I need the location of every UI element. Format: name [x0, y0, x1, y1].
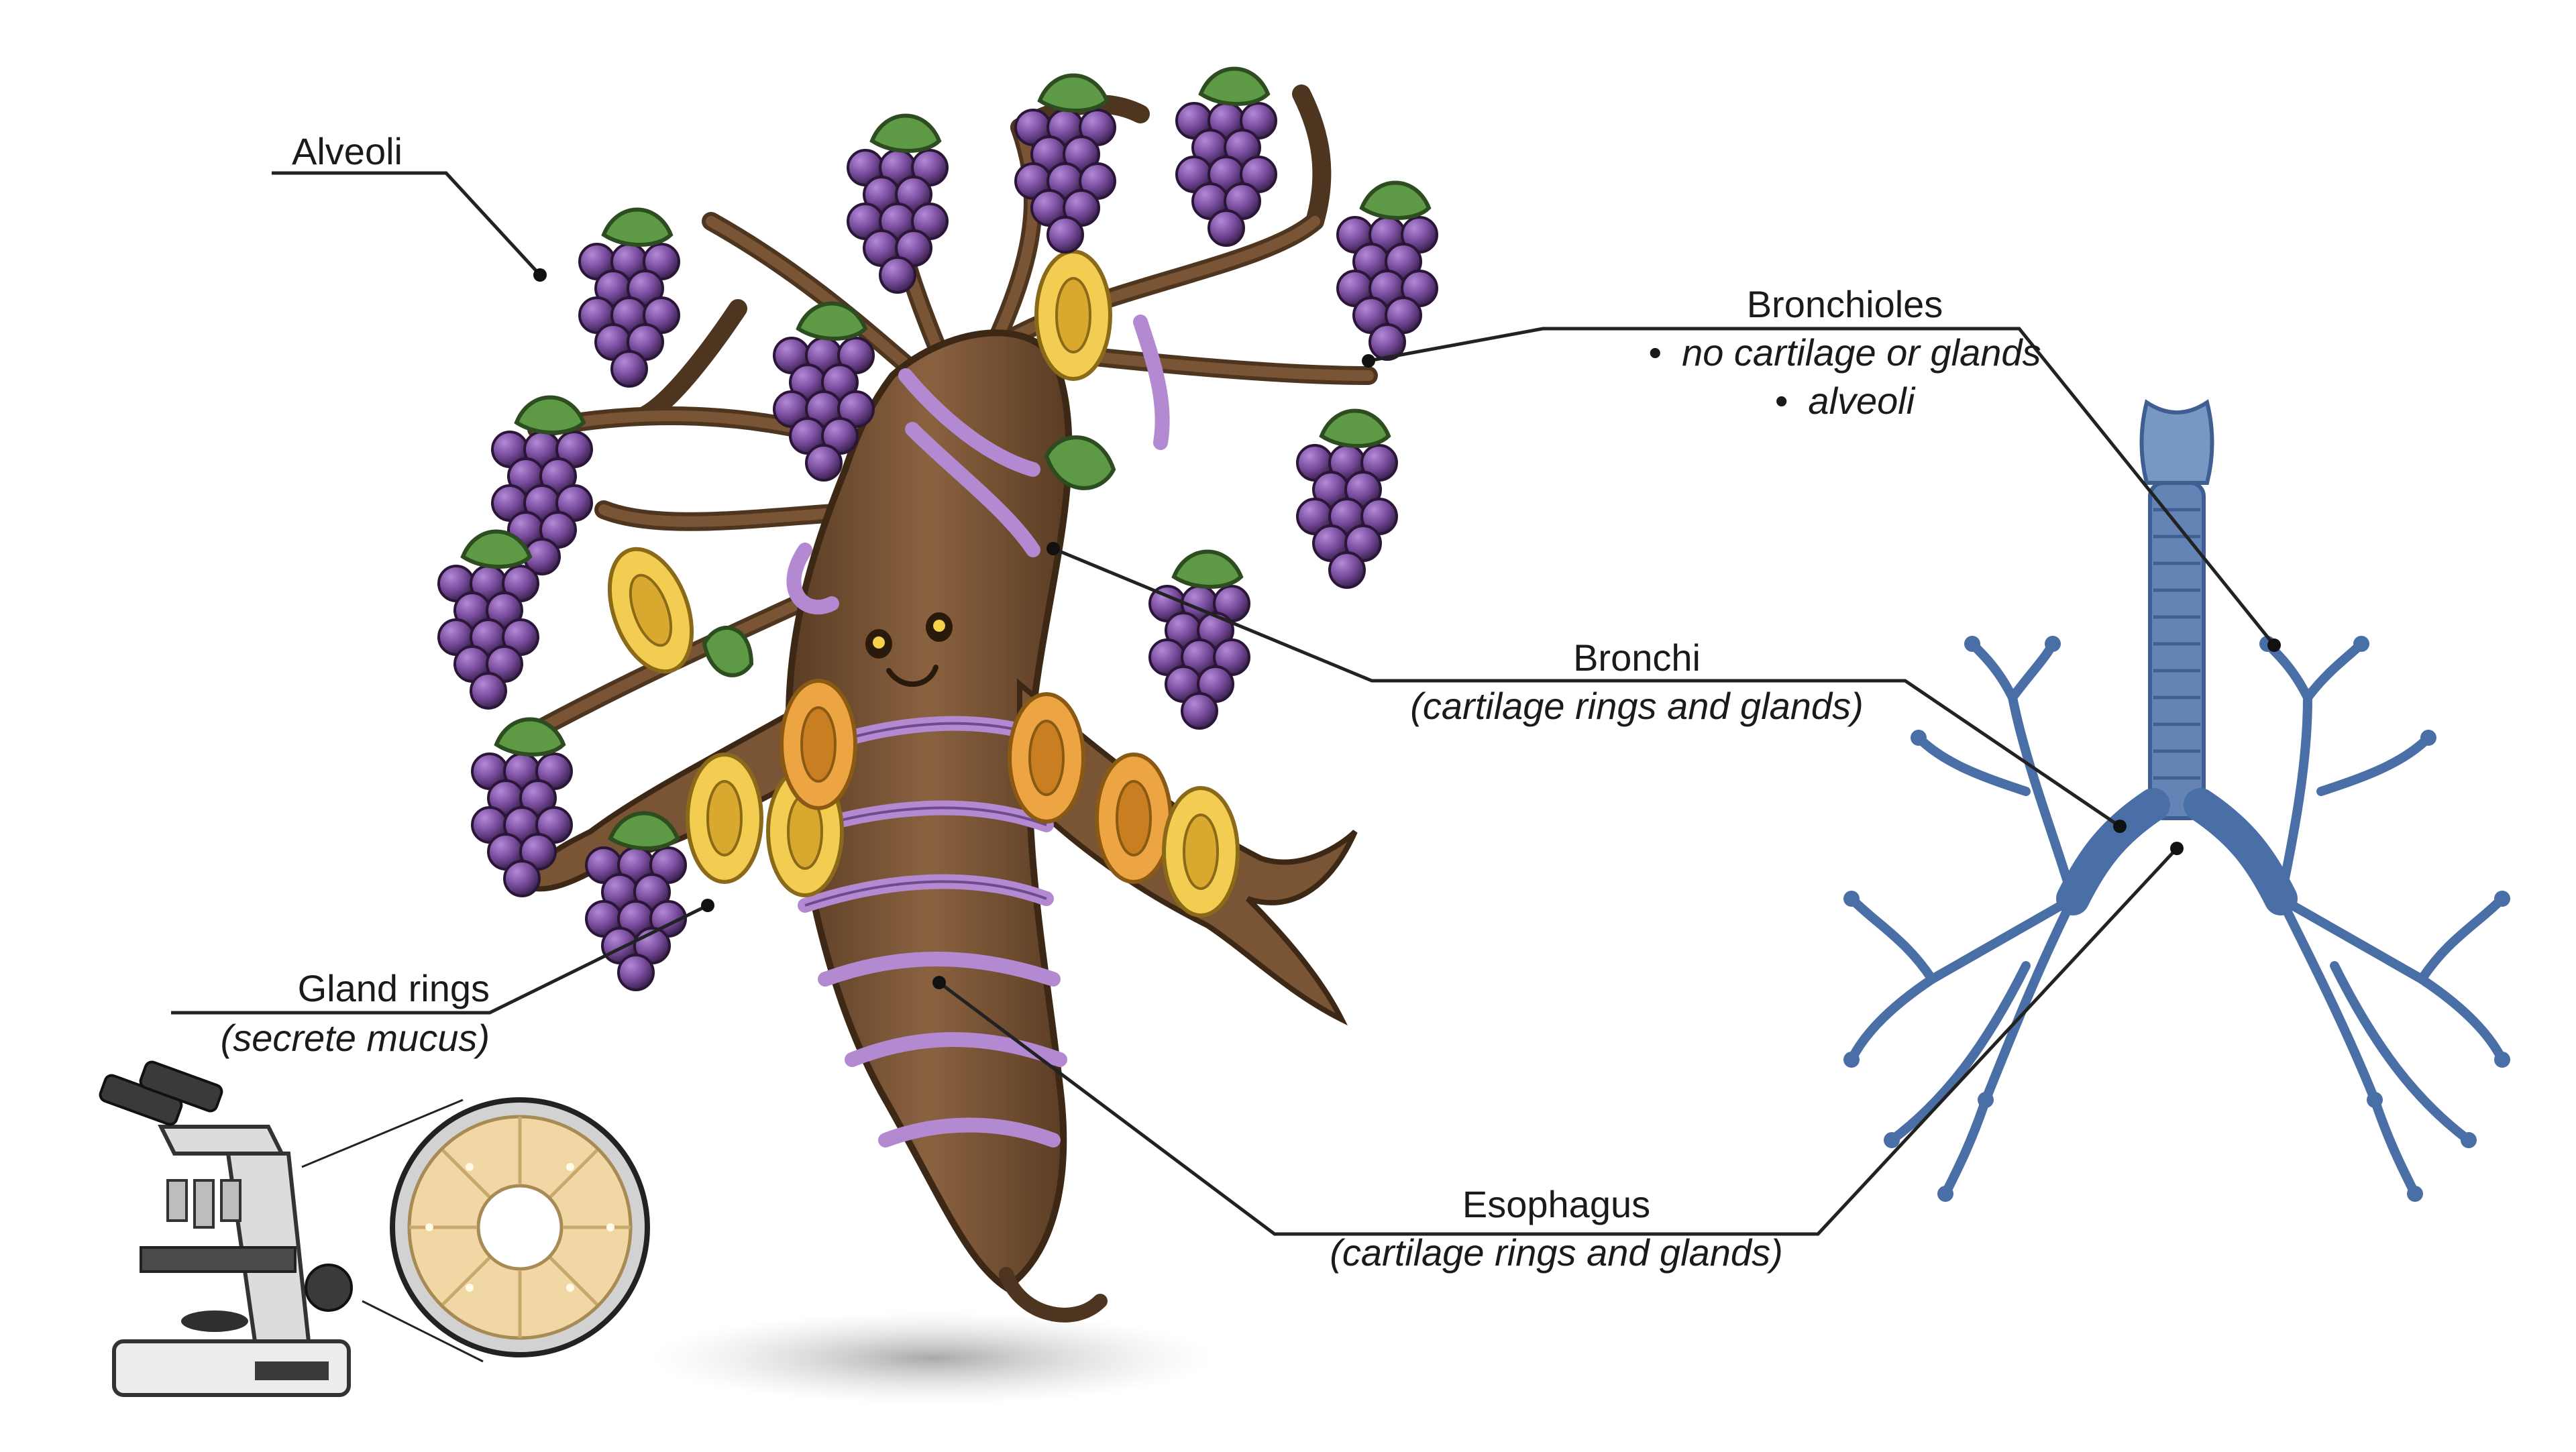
- lungs-icon: [1843, 399, 2510, 1202]
- label-gland-rings-title: Gland rings: [297, 967, 490, 1009]
- leader-bronchi: [1053, 547, 2121, 828]
- leader-dot-bronchi-lung: [2113, 820, 2127, 833]
- label-esophagus-title: Esophagus: [1462, 1183, 1651, 1225]
- leader-dot-esophagus-lung: [2170, 842, 2184, 855]
- label-bronchioles-bullet-1: no cartilage or glands: [1509, 329, 2180, 377]
- leader-dot-esophagus-tree: [932, 976, 946, 989]
- leader-alveoli: [272, 171, 541, 276]
- microscope-icon: [99, 1060, 353, 1397]
- cell-magnifier-icon: [390, 1097, 650, 1357]
- leader-dot-bronchioles-tree: [1362, 354, 1375, 368]
- leader-esophagus: [938, 847, 2178, 1236]
- magnifier-ray-bottom: [362, 1300, 484, 1363]
- ground-shadow: [651, 1311, 1214, 1405]
- tree-character-icon: [439, 69, 1437, 1323]
- label-alveoli: Alveoli: [292, 130, 402, 172]
- label-esophagus-note: (cartilage rings and glands): [1330, 1231, 1783, 1274]
- magnifier-ray-top: [301, 1099, 464, 1168]
- leader-gland-rings: [171, 903, 709, 1015]
- label-gland-rings-note: (secrete mucus): [220, 1017, 490, 1059]
- label-bronchi-title: Bronchi: [1573, 636, 1701, 679]
- leader-dot-bronchioles-lung: [2267, 638, 2281, 652]
- label-bronchi-note: (cartilage rings and glands): [1410, 685, 1864, 727]
- label-bronchioles-bullet-2: alveoli: [1509, 377, 2180, 425]
- leader-dot-alveoli: [533, 268, 547, 282]
- label-bronchioles-title: Bronchioles: [1746, 283, 1943, 325]
- leader-dot-gland-rings: [701, 899, 714, 912]
- leader-dot-bronchi-tree: [1046, 542, 1060, 555]
